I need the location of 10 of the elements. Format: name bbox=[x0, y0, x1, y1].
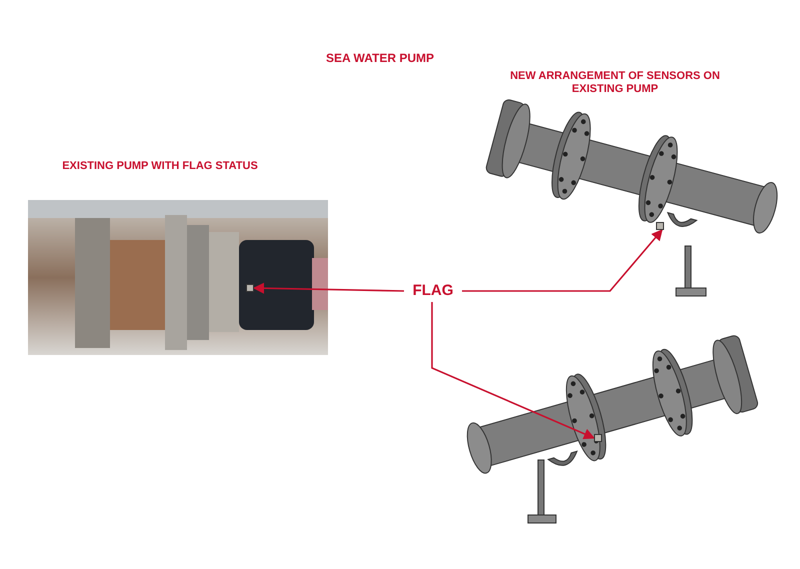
leader-line bbox=[252, 282, 404, 294]
diagram-title: SEA WATER PUMP bbox=[324, 52, 435, 65]
flag-part bbox=[594, 434, 602, 442]
flag-part bbox=[246, 284, 254, 292]
leader-line bbox=[431, 302, 596, 440]
flag-part bbox=[656, 222, 664, 230]
heading-text: NEW ARRANGEMENT OF SENSORS ON EXISTING PUMP bbox=[509, 70, 721, 96]
leader-line bbox=[462, 229, 663, 292]
heading-text: EXISTING PUMP WITH FLAG STATUS bbox=[61, 160, 259, 173]
flag-label: FLAG bbox=[404, 280, 462, 302]
